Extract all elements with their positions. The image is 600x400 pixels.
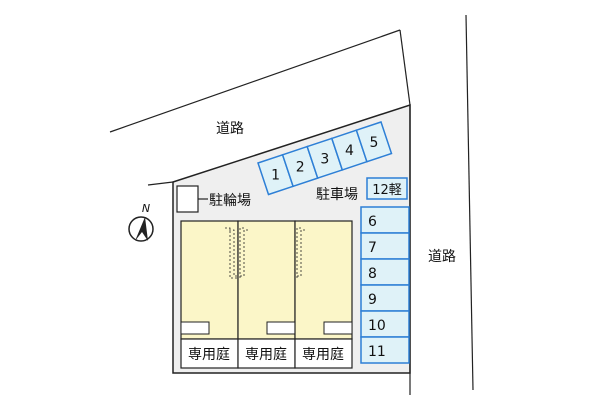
parking-space-11-label: 11 <box>368 344 386 360</box>
parking-right-column: 6 7 8 9 10 11 <box>360 206 410 364</box>
road-line-east-outer <box>465 14 474 391</box>
parking-space-8-label: 8 <box>368 266 377 282</box>
parking-space-10 <box>360 310 410 338</box>
road-line-north-inner <box>147 181 174 186</box>
unit-building-1 <box>180 220 239 340</box>
north-arrow-icon <box>128 216 154 242</box>
unit-building-3 <box>294 220 353 340</box>
east-road-label: 道路 <box>428 249 456 265</box>
parking-space-10-label: 10 <box>368 318 386 334</box>
north-road-label: 道路 <box>216 121 244 137</box>
parking-space-4-label: 4 <box>345 143 354 159</box>
parking-space-6-label: 6 <box>368 214 377 230</box>
parking-space-8 <box>360 258 410 286</box>
road-line-boundary <box>399 29 411 106</box>
parking-space-9-label: 9 <box>368 292 377 308</box>
private-garden-2-label: 専用庭 <box>245 346 287 363</box>
private-garden-3 <box>294 338 353 369</box>
parking-space-2-label: 2 <box>296 160 305 176</box>
parking-space-9 <box>360 284 410 312</box>
compass-north-letter: N <box>142 202 150 215</box>
parking-space-7 <box>360 232 410 260</box>
parking-space-5-label: 5 <box>369 135 378 151</box>
parking-space-light-label: 12軽 <box>372 183 402 198</box>
parking-space-3-label: 3 <box>320 151 329 167</box>
parking-space-7-label: 7 <box>368 240 377 256</box>
private-garden-3-label: 専用庭 <box>302 346 344 363</box>
road-line-north-outer <box>109 29 401 133</box>
private-garden-1 <box>180 338 239 369</box>
parking-space-5 <box>355 121 393 163</box>
private-garden-2 <box>237 338 296 369</box>
parking-space-6 <box>360 206 410 234</box>
parking-space-light <box>366 177 408 200</box>
unit-building-2 <box>237 220 296 340</box>
parking-space-11 <box>360 336 410 364</box>
private-garden-1-label: 専用庭 <box>188 346 230 363</box>
parking-lot-label: 駐車場 <box>316 186 358 203</box>
parking-space-1-label: 1 <box>271 168 280 184</box>
bicycle-parking-area <box>176 185 199 213</box>
bicycle-parking-label: 駐輪場 <box>209 192 251 209</box>
